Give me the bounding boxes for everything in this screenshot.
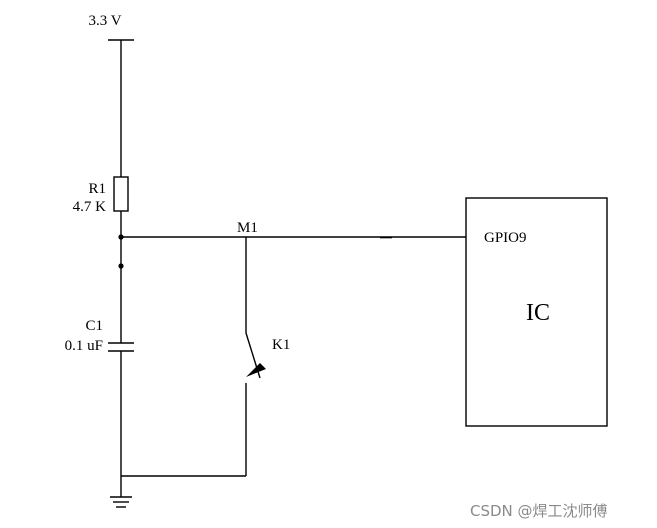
ground-icon: [110, 496, 132, 508]
switch-k1: K1: [245, 332, 290, 379]
ic-block: GPIO9 IC: [465, 197, 608, 427]
node-label: M1: [237, 220, 258, 236]
junction-dot-lower: [118, 263, 124, 269]
vcc-supply-symbol: 3.3 V: [88, 13, 134, 41]
resistor-value: 4.7 K: [73, 199, 107, 215]
resistor-r1: R1 4.7 K: [73, 176, 129, 215]
switch-arrow-icon: [246, 363, 266, 377]
switch-ref: K1: [272, 337, 290, 353]
resistor-ref: R1: [88, 181, 106, 197]
capacitor-value: 0.1 uF: [65, 338, 103, 354]
capacitor-ref: C1: [85, 318, 103, 334]
capacitor-c1: C1 0.1 uF: [65, 318, 134, 354]
watermark: CSDN @焊工沈师傅: [470, 502, 608, 520]
ic-pin-label: GPIO9: [484, 230, 527, 246]
supply-label: 3.3 V: [88, 13, 121, 29]
ic-name-label: IC: [526, 300, 550, 326]
